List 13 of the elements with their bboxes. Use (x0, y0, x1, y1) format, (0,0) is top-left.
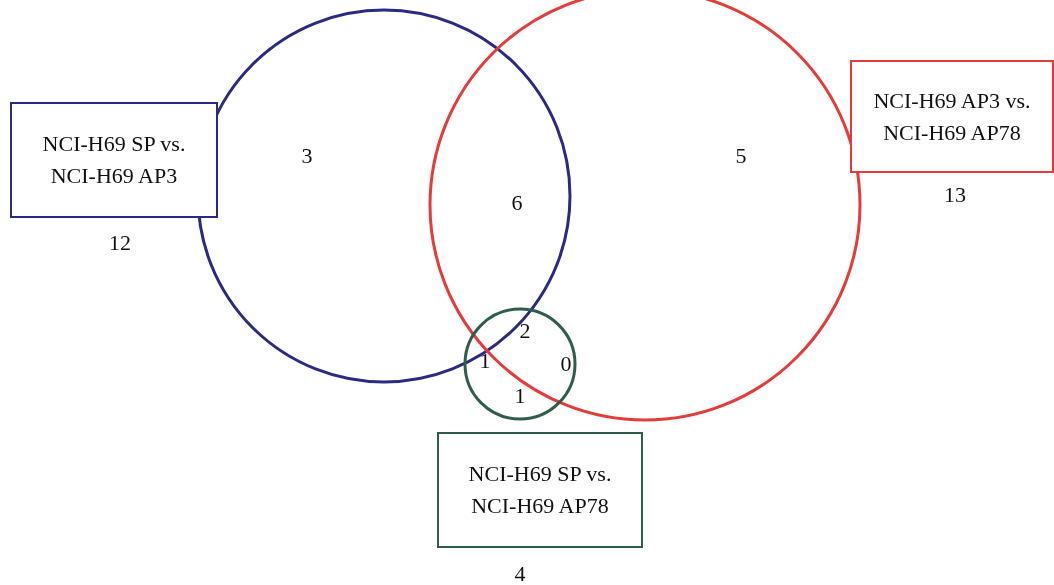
count-label: 13 (944, 184, 966, 206)
count-label: 12 (109, 232, 131, 254)
region-count: 2 (519, 320, 531, 342)
region-count: 3 (301, 145, 313, 167)
comparison-box: NCI-H69 AP3 vs. NCI-H69 AP78 (850, 60, 1054, 173)
region-count: 5 (735, 145, 747, 167)
count-label: 4 (514, 563, 526, 585)
region-count: 1 (479, 350, 491, 372)
region-count: 1 (514, 385, 526, 407)
comparison-box: NCI-H69 SP vs. NCI-H69 AP3 (10, 102, 218, 218)
region-count: 0 (560, 353, 572, 375)
comparison-box: NCI-H69 SP vs. NCI-H69 AP78 (437, 432, 643, 548)
region-count: 6 (511, 192, 523, 214)
